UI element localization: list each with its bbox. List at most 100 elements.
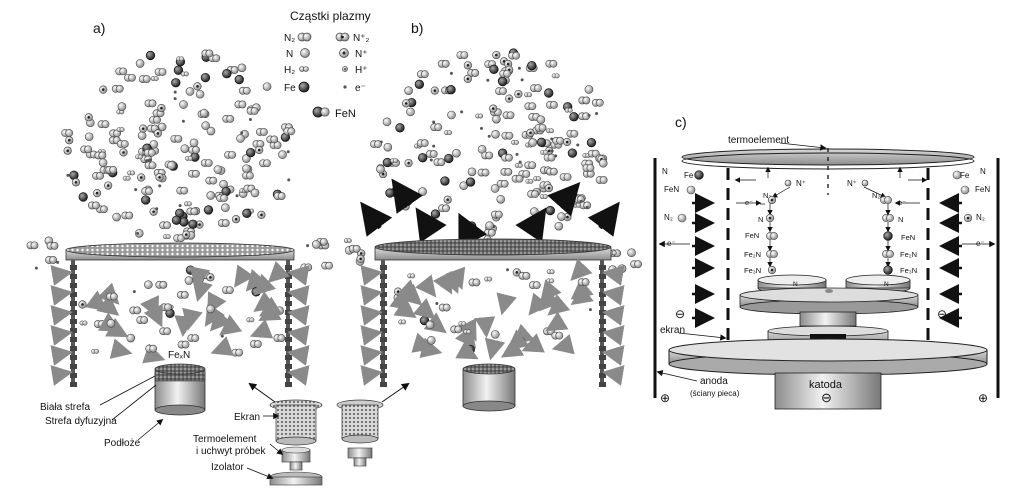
anode-plus-sign-left: ⊕ [660, 391, 670, 405]
n2-particle [471, 69, 480, 77]
n-particle [530, 207, 539, 216]
n2-particle [50, 241, 59, 250]
n2-particle [325, 261, 334, 270]
n2-particle [97, 320, 106, 328]
electron-particle [487, 134, 491, 138]
fe-particle [145, 50, 156, 61]
n2-particle [599, 176, 608, 184]
electron-particle [287, 178, 291, 182]
fe-particle [586, 137, 597, 148]
wall-hole [380, 301, 387, 306]
n2-particle [582, 96, 591, 105]
electron-particle [432, 144, 436, 148]
panel-b: b) [343, 20, 642, 412]
fe-particle [185, 265, 196, 275]
flux-arrow [521, 333, 545, 353]
ion-core [495, 53, 498, 57]
fe-particle [171, 78, 181, 88]
n-particle [98, 158, 108, 168]
wall-flux-arrow [360, 345, 383, 366]
fe-particle [545, 205, 555, 216]
species-chain-right: N⁺ N₂ e⁻ N FeN Fe₂N Fe₃N N [847, 179, 917, 288]
n-particle [406, 107, 415, 117]
n2-particle [319, 237, 328, 246]
wall-hole [285, 382, 292, 387]
wall-hole [599, 355, 606, 360]
h2-particle [543, 149, 549, 155]
ion-core [529, 131, 532, 135]
electron-particle [132, 290, 136, 294]
wall-flux-arrow [360, 285, 383, 306]
n2-particle [228, 150, 237, 159]
flux-arrow [484, 337, 506, 361]
n2-particle [192, 169, 200, 178]
h2-particle [466, 329, 472, 335]
n2-particle [429, 150, 438, 158]
n2-particle [92, 201, 100, 210]
inset-screen-right [336, 399, 384, 467]
n-particle [952, 170, 962, 180]
wall-flux-arrow [602, 285, 625, 306]
fe-particle [222, 69, 232, 79]
n2-particle [506, 111, 515, 120]
screen-minus-sign-left: ⊖ [675, 307, 685, 321]
n-particle [490, 330, 500, 339]
ion-core [184, 233, 188, 236]
n-particle [262, 82, 272, 91]
electron-particle [588, 308, 592, 312]
species-chain-left: N⁺ N₂ e⁻ N FeN Fe₂N Fe₃N N [744, 179, 806, 288]
cathode-post [774, 372, 882, 410]
screen-plate-b [374, 238, 612, 261]
n-particle [278, 150, 287, 159]
ekran-callout [678, 332, 727, 341]
n2-particle [634, 260, 642, 269]
wall-hole [285, 346, 292, 351]
inset-thermo-label-2: i uchwyt próbek [196, 446, 266, 457]
n2-particle [164, 303, 172, 312]
n-particle [184, 276, 194, 285]
n2-particle [159, 280, 168, 289]
n-particle [528, 138, 538, 147]
wall-hole [599, 328, 606, 333]
n2-particle [221, 219, 230, 227]
electron-particle [235, 194, 239, 198]
wall-hole [380, 346, 387, 351]
wall-hole [599, 364, 606, 369]
n2-particle [133, 306, 142, 315]
n2-particle [273, 141, 282, 150]
n2-particle [230, 66, 239, 74]
ion-core [515, 271, 519, 274]
wall-hole [70, 355, 77, 360]
n2-particle [153, 115, 161, 124]
flux-arrow [219, 314, 243, 336]
electron-particle [506, 268, 510, 272]
wall-flux-arrow [360, 325, 383, 346]
n-particle [206, 126, 216, 136]
electron-particle [479, 126, 483, 130]
n2-particle [148, 161, 157, 170]
n-particle [557, 212, 566, 221]
n2-particle [434, 123, 443, 132]
outer-species-right: Fe N FeN N₂ e⁻ [960, 167, 990, 248]
sample-b [462, 363, 516, 412]
n-particle [627, 248, 636, 257]
fe-particle [382, 157, 393, 168]
electron-particle [178, 204, 182, 208]
n-particle [418, 187, 427, 196]
wall-hole [599, 292, 606, 297]
n2-particle [555, 331, 564, 340]
n2-particle [884, 196, 892, 204]
n-particle [584, 85, 594, 94]
holder-callout [269, 443, 284, 456]
wall-flux-arrow [50, 325, 73, 346]
ion-core [433, 89, 437, 92]
nplus-label-left: N⁺ [796, 179, 806, 188]
n2-particle [538, 123, 547, 132]
n-label-c-left: N [758, 215, 763, 224]
n2-particle [125, 211, 134, 220]
anoda-callout [656, 369, 698, 382]
ion-core [359, 257, 362, 261]
wall-flux-arrow [287, 305, 310, 326]
fe-particle [203, 205, 214, 215]
legend-n2-ion-label: N⁺₂ [353, 33, 370, 44]
